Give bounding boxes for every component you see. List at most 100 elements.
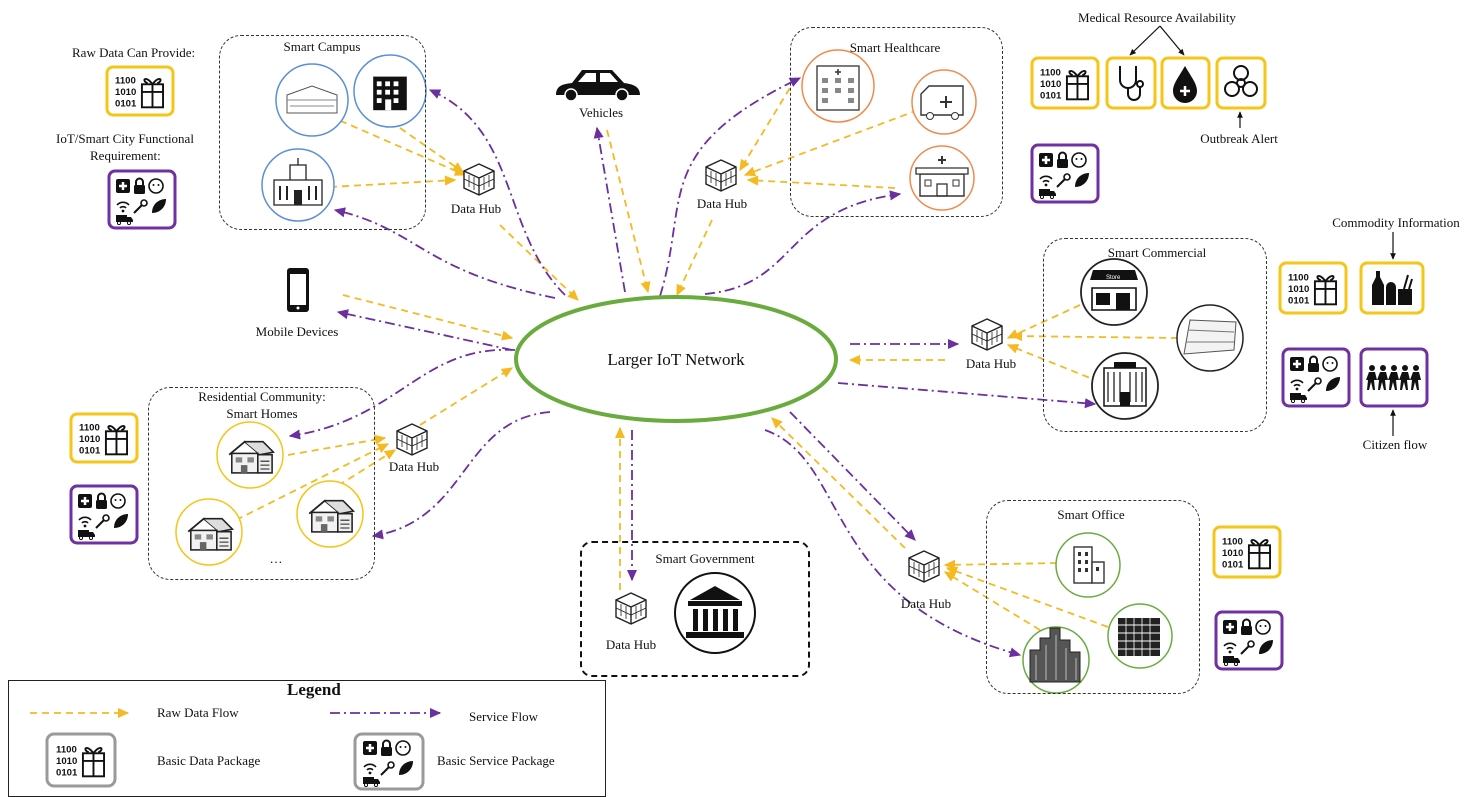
legend-data-package-icon <box>45 732 117 788</box>
healthcare-hub-label: Data Hub <box>696 196 748 211</box>
iot-network-label: Larger IoT Network <box>607 350 745 369</box>
house-icon <box>216 421 284 489</box>
school-icon <box>353 54 427 128</box>
outbreak-alert-label: Outbreak Alert <box>1200 131 1278 146</box>
raw-flow-health-3 <box>746 175 896 189</box>
store-icon: Store <box>1080 258 1148 326</box>
smart-healthcare-group <box>790 27 1003 217</box>
data-package-healthcare <box>1030 56 1100 110</box>
grocery-icon <box>1359 261 1425 315</box>
raw-flow-home-hub <box>419 367 514 426</box>
phone-icon <box>287 268 309 312</box>
smart-government-group <box>580 541 810 677</box>
residential-title-2: Smart Homes <box>226 406 298 421</box>
service-flow-campus-1 <box>428 89 566 296</box>
car-icon <box>556 70 640 102</box>
data-package-commercial <box>1278 261 1348 315</box>
service-package-campus <box>107 169 177 230</box>
service-package-healthcare <box>1030 143 1100 204</box>
raw-flow-campus-hub <box>499 224 579 301</box>
house-icon <box>296 480 364 548</box>
hub-cube-icon <box>908 550 940 583</box>
raw-flow-office-2 <box>945 566 1109 628</box>
crowd-icon <box>1359 347 1429 408</box>
medical-availability-label: Medical Resource Availability <box>1078 10 1236 25</box>
service-flow-home-1 <box>288 349 516 440</box>
citizen-flow-label: Citizen flow <box>1362 437 1428 452</box>
raw-provide-label: Raw Data Can Provide: <box>72 45 196 60</box>
clinic-icon <box>909 145 975 211</box>
service-flow-mobile <box>336 309 513 351</box>
service-package-residential <box>69 484 139 545</box>
hub-cube-icon <box>396 423 428 456</box>
hub-cube-icon <box>971 318 1003 351</box>
hub-cube-icon <box>705 159 737 192</box>
hospital-icon <box>801 49 875 123</box>
service-package-commercial <box>1281 347 1351 408</box>
vehicles-label: Vehicles <box>578 105 624 120</box>
data-package-campus <box>105 65 175 117</box>
iot-network-ellipse <box>514 295 838 423</box>
raw-flow-office-1 <box>943 559 1058 570</box>
mall-icon <box>1091 352 1159 420</box>
raw-flow-commercial-3 <box>1006 344 1101 383</box>
campus-hub-label: Data Hub <box>450 201 502 216</box>
courthouse-icon <box>674 572 756 654</box>
service-flow-health-1 <box>659 77 802 297</box>
healthcare-title: Smart Healthcare <box>849 40 941 55</box>
raw-flow-home-2 <box>235 443 390 521</box>
raw-flow-commercial-2 <box>1010 331 1179 342</box>
raw-flow-campus-2 <box>399 127 465 173</box>
service-flow-office-hub <box>789 411 916 541</box>
raw-flow-office-3 <box>943 571 1041 631</box>
service-flow-home-2 <box>371 411 551 540</box>
house-icon <box>175 498 243 566</box>
residential-hub-label: Data Hub <box>388 459 440 474</box>
office-tower-icon <box>1107 603 1173 669</box>
raw-flow-office-hub <box>771 417 906 549</box>
raw-flow-campus-3 <box>329 175 457 188</box>
service-flow-office-2 <box>764 429 1022 658</box>
mall-icon <box>1176 304 1244 372</box>
legend-title: Legend <box>287 680 341 699</box>
service-flow-health-2 <box>704 190 902 295</box>
office-hub-label: Data Hub <box>900 596 952 611</box>
smart-campus-group <box>219 35 426 230</box>
commercial-hub-label: Data Hub <box>965 356 1017 371</box>
raw-flow-health-2 <box>743 109 919 177</box>
smart-commercial-group <box>1043 238 1267 432</box>
office-title: Smart Office <box>1057 507 1125 522</box>
service-flow-campus-2 <box>333 207 556 299</box>
stethoscope-icon <box>1105 56 1157 110</box>
commercial-title: Smart Commercial <box>1107 245 1207 260</box>
blood-drop-icon <box>1160 56 1211 110</box>
legend-data-package-label: Basic Data Package <box>157 753 261 768</box>
hub-cube-icon <box>463 163 495 196</box>
service-flow-vehicles <box>593 126 626 293</box>
raw-flow-campus-1 <box>317 110 467 176</box>
legend-service-flow-label: Service Flow <box>469 709 538 724</box>
raw-flow-mobile <box>342 294 514 341</box>
residential-group <box>148 387 375 580</box>
government-hub-label: Data Hub <box>605 637 657 652</box>
school-icon <box>261 148 335 222</box>
requirement-label-1: IoT/Smart City Functional <box>56 131 194 146</box>
requirement-label-2: Requirement: <box>90 148 161 163</box>
residential-ellipsis: … <box>269 551 283 566</box>
school-icon <box>275 63 349 137</box>
raw-flow-home-1 <box>287 434 387 456</box>
mobile-label: Mobile Devices <box>255 324 339 339</box>
service-package-office <box>1214 610 1284 671</box>
skyline-icon <box>1022 626 1090 694</box>
smart-office-group <box>986 500 1200 694</box>
svg-text:Store: Store <box>1106 275 1121 281</box>
biohazard-icon <box>1215 56 1267 110</box>
legend-service-package-label: Basic Service Package <box>437 753 555 768</box>
raw-flow-health-hub <box>676 219 713 297</box>
service-flow-commercial-bottom <box>837 382 1097 409</box>
legend-raw-flow-label: Raw Data Flow <box>157 705 239 720</box>
raw-flow-health-1 <box>739 77 797 172</box>
commodity-label: Commodity Information <box>1332 215 1460 230</box>
data-package-office <box>1212 525 1282 579</box>
